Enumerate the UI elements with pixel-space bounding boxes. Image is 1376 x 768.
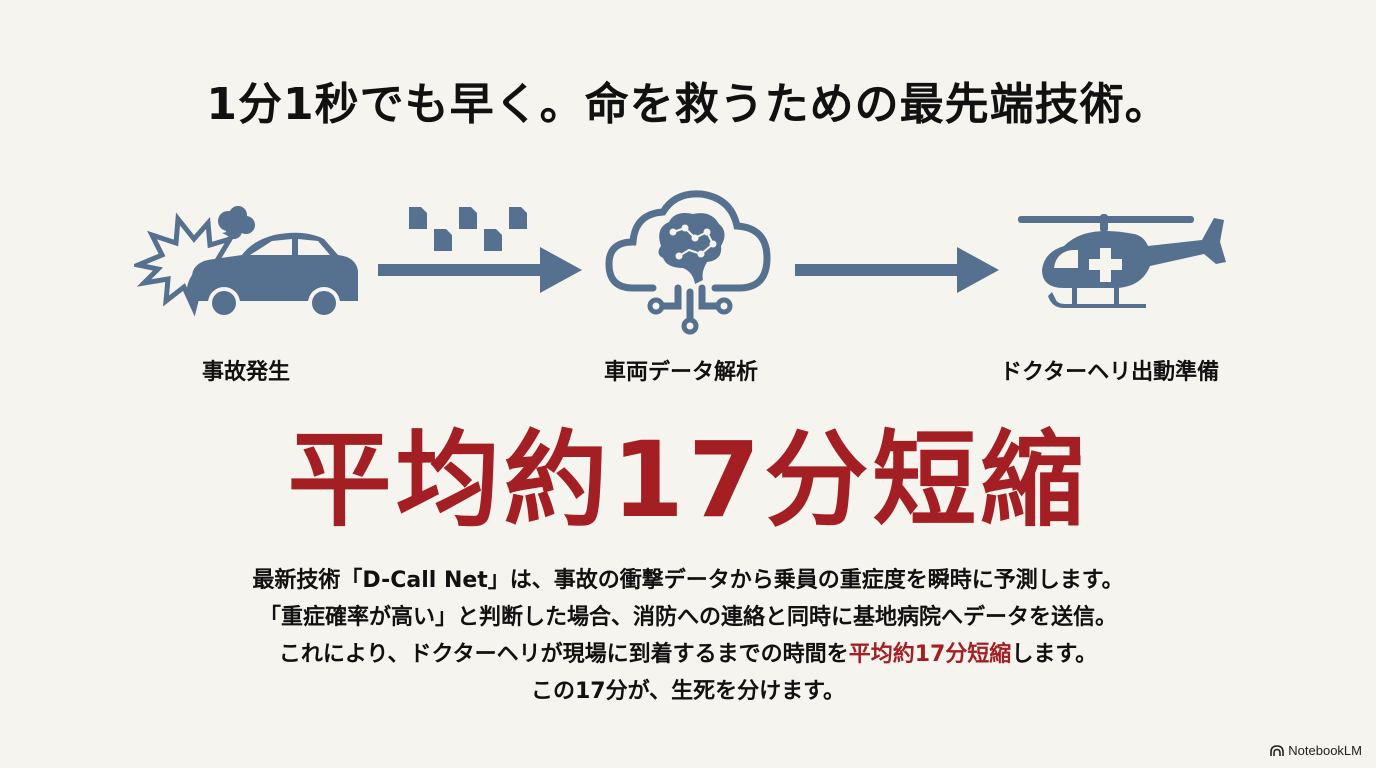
body-highlight-stat: 平均約17分短縮 (848, 642, 1012, 667)
body-line-3-after: します。 (1011, 642, 1098, 667)
body-line-2: 「重症確率が高い」と判断した場合、消防への連絡と同時に基地病院へデータを送信。 (258, 605, 1117, 630)
car-crash-icon (134, 206, 358, 317)
slide-title: 1分1秒でも早く。命を救うための最先端技術。 (206, 79, 1170, 130)
arrow-right-icon (378, 247, 582, 293)
body-line-1: 最新技術「D-Call Net」は、事故の衝撃データから乗員の重症度を瞬時に予測… (252, 568, 1124, 593)
arrow-right-icon (795, 247, 999, 293)
brand-label: NotebookLM (1288, 743, 1362, 758)
step-label-doctor-heli-prep: ドクターヘリ出動準備 (1000, 360, 1220, 385)
step-label-vehicle-data-analysis: 車両データ解析 (604, 360, 759, 385)
notebooklm-logo-icon (1270, 744, 1285, 756)
medical-helicopter-icon (1018, 214, 1226, 308)
body-line-3: これにより、ドクターヘリが現場に到着するまでの時間を平均約17分短縮します。 (0, 636, 1376, 673)
brand-watermark: NotebookLM (1270, 743, 1362, 758)
headline-stat: 平均約17分短縮 (287, 419, 1089, 541)
data-documents-icon (409, 207, 527, 251)
cloud-brain-ai-icon (605, 190, 771, 335)
body-paragraph: 最新技術「D-Call Net」は、事故の衝撃データから乗員の重症度を瞬時に予測… (0, 562, 1376, 710)
body-line-3-before: これにより、ドクターヘリが現場に到着するまでの時間を (278, 642, 849, 667)
body-line-4: この17分が、生死を分けます。 (531, 679, 845, 704)
step-label-accident: 事故発生 (202, 360, 291, 385)
